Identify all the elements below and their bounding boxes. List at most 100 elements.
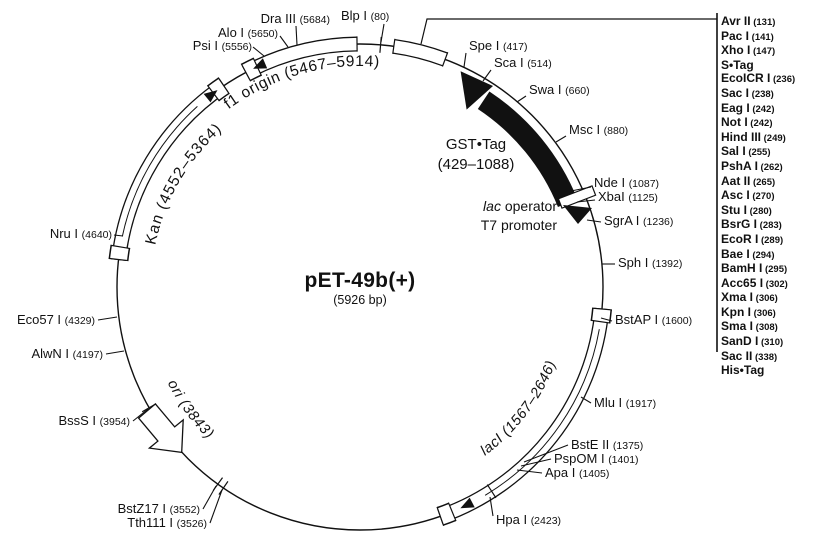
kan-direction-arrow	[203, 90, 218, 103]
f1-origin-direction-arrow	[253, 58, 268, 69]
leader-line	[380, 23, 385, 43]
enzyme-position: (306)	[753, 293, 778, 305]
plasmid-title-block: pET-49b(+) (5926 bp)	[305, 269, 416, 307]
leader-line	[482, 69, 492, 82]
site-label: Msc I (880)	[569, 122, 628, 137]
enzyme-name: SanD I	[721, 334, 759, 349]
leader-line	[570, 186, 592, 192]
leader-line	[295, 25, 298, 46]
enzyme-name: EcoR I	[721, 231, 759, 246]
enzyme-position: (249)	[761, 132, 786, 144]
site-label: Swa I (660)	[529, 82, 590, 97]
enzyme-name: Sma I	[721, 319, 754, 334]
enzyme-position: (280)	[747, 205, 772, 217]
enzyme-position: (236)	[770, 74, 796, 86]
kan-cap-edge	[217, 77, 230, 95]
lacI-cap-edge	[436, 506, 445, 526]
site-label: Nde I (1087)	[594, 175, 659, 190]
kan-cap-edge	[110, 244, 131, 250]
site-label: BstE II (1375)	[571, 437, 643, 452]
enzyme-position: (131)	[750, 17, 776, 28]
enzyme-list-item: SanD I (310)	[721, 334, 795, 350]
enzyme-list-item: Kpn I (306)	[721, 305, 795, 321]
site-label: BstAP I (1600)	[615, 312, 692, 327]
enzyme-list-item: EcoR I (289)	[721, 231, 795, 248]
kan-direction-line	[121, 106, 198, 237]
site-label: BstZ17 I (3552)	[118, 501, 200, 516]
site-label: Dra III (5684)	[261, 11, 330, 26]
lacI-cap-edge	[447, 502, 457, 522]
enzyme-position: (294)	[749, 249, 775, 261]
lacI-cap-edge	[591, 307, 613, 311]
plasmid-size: (5926 bp)	[333, 293, 387, 307]
enzyme-name: Pac I	[721, 28, 750, 43]
site-label: Apa I (1405)	[545, 465, 609, 480]
enzyme-name: Sac I	[721, 85, 750, 100]
enzyme-position: (255)	[745, 147, 771, 159]
lacI-cap-fill	[437, 503, 456, 525]
site-label: Sph I (1392)	[618, 255, 682, 270]
enzyme-position: (338)	[752, 351, 778, 363]
enzyme-name: Sal I	[721, 144, 746, 159]
enzyme-name: Sac II	[721, 348, 753, 363]
plasmid-name: pET-49b(+)	[304, 269, 416, 292]
enzyme-position: (308)	[753, 322, 778, 334]
leader-line	[600, 317, 613, 322]
enzyme-list-item: Acc65 I (302)	[721, 276, 795, 292]
site-tick	[141, 403, 157, 413]
site-label: Hpa I (2423)	[496, 512, 561, 527]
site-label: BssS I (3954)	[58, 413, 130, 428]
enzyme-name: Stu I	[721, 202, 747, 217]
leader-line	[520, 458, 552, 467]
enzyme-name: Aat II	[721, 173, 751, 188]
ori-arrow	[137, 402, 184, 454]
enzyme-list-item: BsrG I (283)	[721, 218, 795, 233]
enzyme-list-item: Sac I (238)	[721, 85, 795, 102]
enzyme-name: PshA I	[721, 158, 758, 173]
enzyme-name: Xma I	[721, 290, 754, 305]
gst-tag-label: GST•Tag	[446, 136, 506, 153]
leader-line	[105, 350, 125, 355]
enzyme-list-item: His•Tag	[721, 363, 795, 378]
leader-line	[586, 219, 602, 223]
leader-line	[113, 234, 124, 237]
enzyme-list-item: Stu I (280)	[721, 202, 795, 219]
enzyme-position: (147)	[750, 46, 776, 58]
enzyme-position: (283)	[757, 220, 782, 232]
lac-operator-label: lac operator	[483, 198, 557, 214]
enzyme-list-item: Sma I (308)	[721, 320, 795, 335]
enzyme-position: (306)	[751, 307, 776, 319]
site-label: Eco57 I (4329)	[17, 312, 95, 327]
plasmid-backbone-circle	[116, 43, 604, 531]
leader-line	[463, 52, 467, 68]
enzyme-name: Xho I	[721, 43, 751, 58]
enzyme-position: (265)	[750, 176, 776, 188]
enzyme-list-item: Xma I (306)	[721, 290, 795, 306]
site-label: Blp I (80)	[341, 8, 389, 23]
enzyme-name: Asc I	[721, 188, 750, 203]
leader-line	[97, 316, 118, 321]
site-label: XbaI (1125)	[598, 189, 658, 204]
enzyme-list-item: Eag I (242)	[721, 101, 795, 117]
leader-line	[279, 35, 289, 48]
enzyme-name: Hind III	[721, 129, 761, 144]
kan-cap-fill	[110, 245, 129, 261]
enzyme-position: (289)	[758, 234, 784, 246]
mcs-end	[441, 52, 449, 67]
enzyme-list-item: Avr II (131)	[721, 14, 795, 30]
enzyme-list-item: S•Tag	[721, 57, 795, 73]
site-tick	[218, 481, 229, 495]
enzyme-list-item: Sal I (255)	[721, 145, 795, 160]
enzyme-name: S•Tag	[721, 57, 754, 72]
kan-cap-edge	[108, 257, 129, 262]
leader-line	[252, 46, 265, 57]
enzyme-name: Bae I	[721, 246, 750, 261]
enzyme-list-item: Aat II (265)	[721, 173, 795, 190]
mcs-band-fill	[392, 40, 448, 66]
site-label: Alo I (5650)	[218, 25, 278, 40]
t7-promoter-arrowhead	[563, 205, 592, 224]
f1-origin-cap-edge	[240, 63, 252, 82]
lacI-cap-fill	[592, 308, 611, 323]
enzyme-name: His•Tag	[721, 363, 765, 378]
